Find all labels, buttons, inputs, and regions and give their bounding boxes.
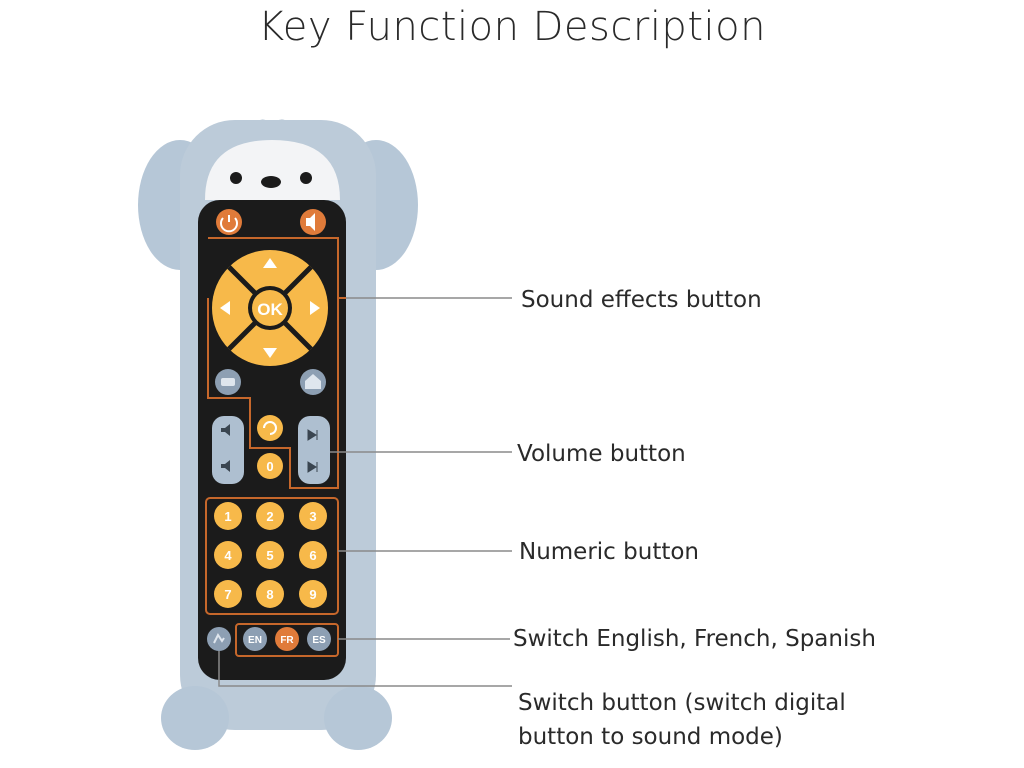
track-rocker[interactable]	[298, 416, 330, 484]
switch-mode-icon	[213, 633, 225, 644]
digit-button[interactable]	[299, 580, 327, 608]
volume-rocker[interactable]	[212, 416, 244, 484]
numeric-keypad: 1 2 3 4 5 6 7 8 9	[214, 502, 327, 608]
menu-icon	[221, 378, 235, 386]
digit-button[interactable]	[256, 541, 284, 569]
volume-up-icon	[221, 424, 230, 436]
digit-button[interactable]	[299, 541, 327, 569]
right-arrow-icon	[310, 301, 320, 315]
callout-switch-line1: Switch button (switch digital	[518, 690, 846, 716]
digit-label: 2	[266, 509, 273, 524]
page-title: Key Function Description	[258, 4, 766, 50]
digit-label: 8	[266, 587, 273, 602]
lang-fr-button[interactable]	[275, 627, 299, 651]
lang-en-button[interactable]	[243, 627, 267, 651]
language-outline	[235, 623, 339, 657]
digit-label: 7	[224, 587, 231, 602]
callout-numeric: Numeric button	[519, 539, 700, 565]
back-icon	[263, 421, 277, 435]
sound-effects-outline	[207, 237, 346, 489]
switch-mode-button[interactable]	[207, 627, 231, 651]
up-arrow-icon	[263, 258, 277, 268]
lang-fr-label: FR	[280, 635, 294, 646]
numeric-outline	[205, 497, 339, 615]
ok-button[interactable]	[252, 290, 288, 326]
lang-es-label: ES	[312, 635, 326, 646]
digit-label: 9	[309, 587, 316, 602]
right-foot	[324, 686, 392, 750]
digit-button[interactable]	[214, 502, 242, 530]
ok-label: OK	[257, 300, 283, 319]
digit-0-button[interactable]	[257, 453, 283, 479]
leader-switch	[218, 651, 512, 687]
digit-button[interactable]	[299, 502, 327, 530]
right-eye	[300, 172, 312, 184]
digit-label: 4	[224, 548, 232, 563]
lang-es-button[interactable]	[307, 627, 331, 651]
power-icon	[220, 215, 238, 233]
digit-0-label: 0	[266, 459, 273, 474]
lang-en-label: EN	[248, 635, 262, 646]
mute-icon	[306, 213, 315, 231]
back-button[interactable]	[257, 415, 283, 441]
callout-switch-line2: button to sound mode)	[518, 724, 783, 750]
volume-down-icon	[221, 460, 230, 472]
callout-language: Switch English, French, Spanish	[513, 626, 876, 652]
digit-button[interactable]	[214, 541, 242, 569]
next-icon	[307, 429, 318, 441]
left-foot	[161, 686, 229, 750]
down-arrow-icon	[263, 348, 277, 358]
callout-volume: Volume button	[517, 441, 686, 467]
left-arrow-icon	[220, 301, 230, 315]
prev-icon	[307, 461, 318, 473]
home-icon	[305, 374, 321, 389]
callout-sound-effects: Sound effects button	[521, 287, 762, 313]
digit-button[interactable]	[256, 502, 284, 530]
digit-label: 5	[266, 548, 273, 563]
digit-label: 1	[224, 509, 231, 524]
digit-label: 3	[309, 509, 316, 524]
digit-button[interactable]	[214, 580, 242, 608]
digit-button[interactable]	[256, 580, 284, 608]
digit-label: 6	[309, 548, 316, 563]
nose	[261, 176, 281, 188]
face-patch	[205, 140, 340, 200]
left-eye	[230, 172, 242, 184]
